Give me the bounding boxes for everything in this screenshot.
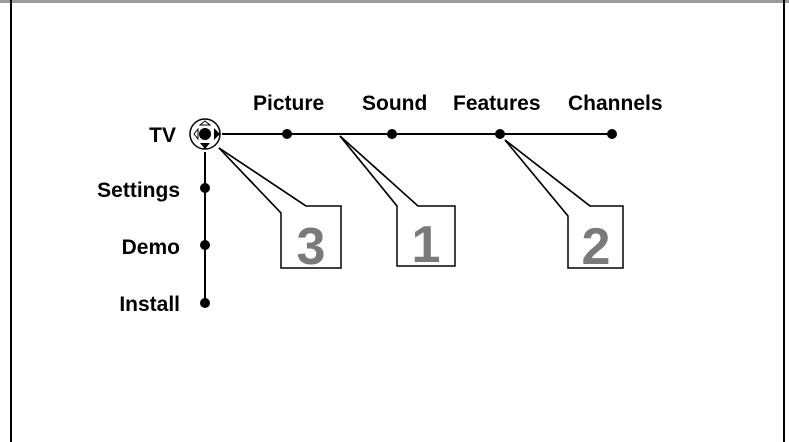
menu-label-channels: Channels [568, 92, 663, 115]
menu-label-demo: Demo [122, 236, 180, 259]
sub-item-dot-settings [200, 183, 210, 193]
menu-label-features: Features [453, 92, 541, 115]
callout-number-2: 2 [582, 218, 611, 276]
callout-1: 1 [339, 135, 456, 274]
menu-label-install: Install [119, 293, 180, 316]
callout-2: 2 [504, 139, 624, 276]
sub-item-dot-demo [200, 240, 210, 250]
callout-number-1: 1 [412, 216, 441, 274]
menu-label-picture: Picture [253, 92, 324, 115]
sub-item-dot-install [200, 298, 210, 308]
menu-label-settings: Settings [97, 179, 180, 202]
navigation-cursor-icon [189, 118, 221, 150]
callout-3: 3 [218, 147, 342, 276]
main-item-dot-features [495, 129, 505, 139]
main-item-dot-channels [607, 129, 617, 139]
menu-label-tv: TV [149, 124, 176, 147]
callout-number-3: 3 [297, 218, 326, 276]
main-item-dot-sound [387, 129, 397, 139]
main-item-dot-picture [282, 129, 292, 139]
menu-label-sound: Sound [362, 92, 427, 115]
